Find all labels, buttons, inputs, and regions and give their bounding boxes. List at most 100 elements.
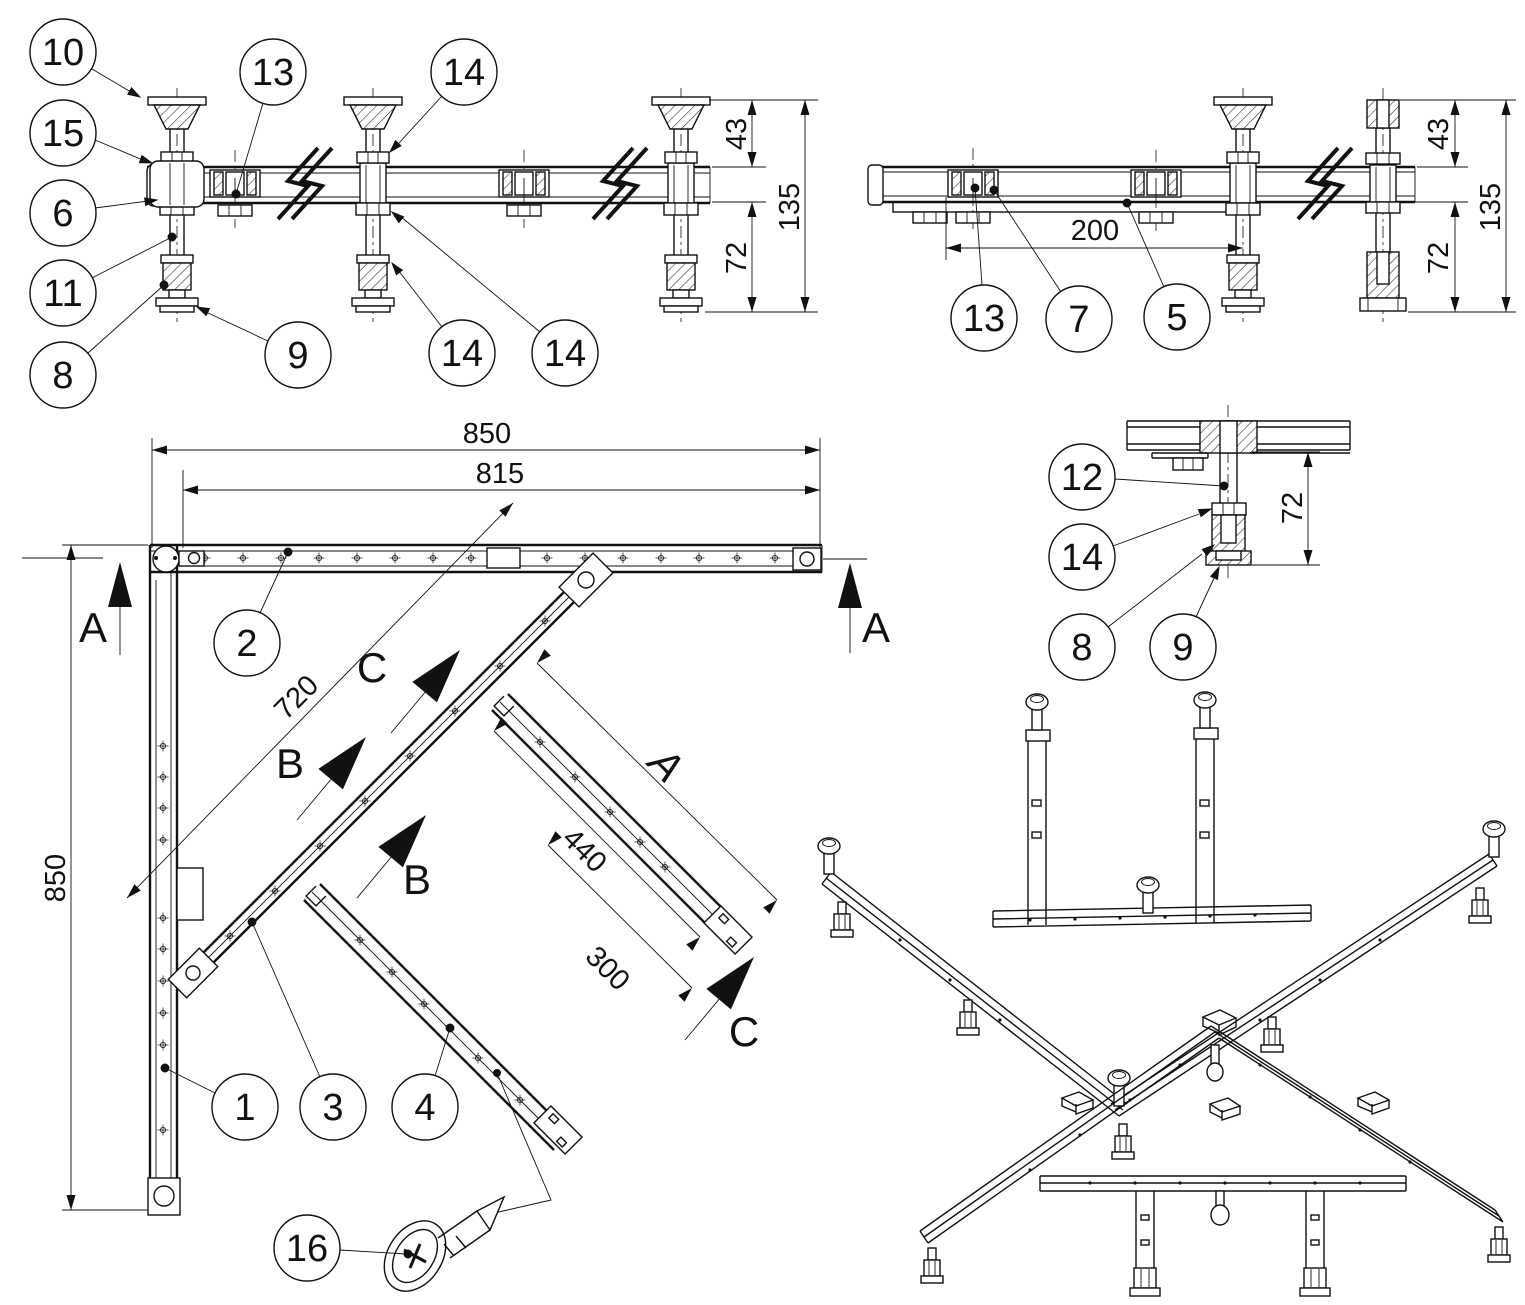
svg-text:14: 14 [1061, 537, 1103, 579]
top-rail [150, 543, 823, 574]
svg-text:8: 8 [52, 355, 73, 397]
svg-text:7: 7 [1068, 299, 1089, 341]
nut [1172, 457, 1204, 471]
svg-text:A: A [862, 604, 890, 651]
end-bracket [792, 547, 822, 571]
dim-a-label: A [638, 736, 693, 791]
balloon-5 [1143, 283, 1211, 351]
dim-43: 43 [1423, 118, 1455, 150]
balloon-6 [29, 179, 97, 247]
leader-lines [87, 68, 541, 354]
svg-text:815: 815 [476, 458, 524, 490]
svg-text:4: 4 [414, 1087, 435, 1129]
balloon-14 [428, 319, 496, 387]
screw-detail [383, 1069, 552, 1292]
dim-43: 43 [721, 118, 753, 150]
section-marks: A A B B C C [22, 557, 890, 1055]
svg-text:12: 12 [1061, 457, 1103, 499]
dim-72: 72 [1423, 242, 1455, 274]
svg-text:13: 13 [963, 298, 1005, 340]
svg-text:14: 14 [443, 52, 485, 94]
svg-text:14: 14 [441, 333, 483, 375]
svg-text:16: 16 [286, 1228, 328, 1270]
dim-200: 200 [1071, 215, 1119, 247]
plain-leg [1359, 88, 1407, 322]
svg-text:14: 14 [544, 333, 586, 375]
leveling-leg [343, 87, 403, 323]
foot-detail-view: 72 12 14 8 9 [1048, 405, 1351, 681]
balloons: 13 7 5 [950, 283, 1211, 353]
leveling-leg [651, 87, 711, 323]
dim-850-top: 850 815 [151, 418, 821, 548]
balloon-4 [391, 1073, 459, 1141]
break-symbol [276, 146, 334, 221]
balloon-14 [531, 319, 599, 387]
cross-rail-2 [303, 883, 584, 1156]
break-symbol [591, 146, 649, 221]
balloons: 2 1 3 4 16 [211, 609, 459, 1282]
svg-text:15: 15 [42, 113, 84, 155]
leader-lines [1107, 478, 1229, 628]
dimensions: 43 72 135 [705, 99, 818, 313]
svg-text:11: 11 [43, 273, 82, 315]
svg-text:3: 3 [322, 1087, 343, 1129]
dim-135: 135 [774, 183, 806, 231]
balloon-13 [950, 284, 1018, 352]
balloon-12 [1048, 443, 1116, 511]
balloon-13 [239, 38, 307, 106]
svg-text:850: 850 [40, 854, 72, 902]
svg-text:A: A [79, 604, 107, 651]
balloon-15 [29, 99, 97, 167]
slide-block [1130, 150, 1182, 232]
balloon-8 [29, 341, 97, 409]
svg-text:C: C [729, 1008, 759, 1055]
cross-rail-1 [491, 693, 754, 956]
bottom-flange [892, 201, 1236, 213]
frame-rails [821, 853, 1498, 1117]
isometric-view-top [817, 691, 1506, 1160]
dimensions: 43 72 135 [1400, 99, 1516, 313]
balloon-9 [1149, 613, 1217, 681]
slide-plate [486, 547, 521, 569]
peak-bracket [1201, 1009, 1238, 1037]
svg-text:9: 9 [287, 335, 308, 377]
balloon-11 [29, 259, 97, 327]
rail-holes [898, 913, 1382, 1022]
dim-72: 72 [721, 242, 753, 274]
dim-850-left: 850 [40, 544, 148, 1211]
svg-text:850: 850 [463, 418, 511, 450]
dim-300: 300 [579, 940, 636, 997]
section-view-a: 43 72 135 10 15 6 11 8 13 14 9 14 14 [29, 18, 818, 409]
svg-text:6: 6 [52, 193, 73, 235]
dim-72-group: 72 [1252, 451, 1320, 566]
svg-text:9: 9 [1172, 627, 1193, 669]
leveling-leg [1213, 87, 1273, 323]
diagonal-dims: 720 A 440 300 [123, 499, 781, 1002]
balloon-8 [1048, 613, 1116, 681]
slide-plate [176, 867, 204, 921]
loose-bracket [1208, 1097, 1242, 1121]
balloon-1 [211, 1073, 279, 1141]
balloons: 12 14 8 9 [1048, 443, 1217, 681]
svg-text:1: 1 [234, 1087, 255, 1129]
end-bracket [147, 1177, 181, 1216]
svg-text:72: 72 [1277, 492, 1309, 524]
dim-720: 720 [268, 669, 325, 726]
dim-135: 135 [1475, 183, 1507, 231]
balloon-10 [29, 18, 97, 86]
svg-text:8: 8 [1071, 627, 1092, 669]
balloon-3 [299, 1073, 367, 1141]
svg-text:B: B [276, 740, 304, 787]
leader-lines [970, 183, 1165, 293]
isometric-view-bottom [919, 1009, 1511, 1297]
slide-block [498, 150, 550, 228]
svg-text:10: 10 [42, 32, 84, 74]
corner-fitting [152, 545, 205, 573]
dim-440: 440 [556, 822, 613, 879]
svg-text:13: 13 [252, 52, 294, 94]
plan-view: 850 815 850 [22, 418, 890, 1292]
balloon-9 [264, 321, 332, 389]
uprights [1027, 739, 1215, 925]
